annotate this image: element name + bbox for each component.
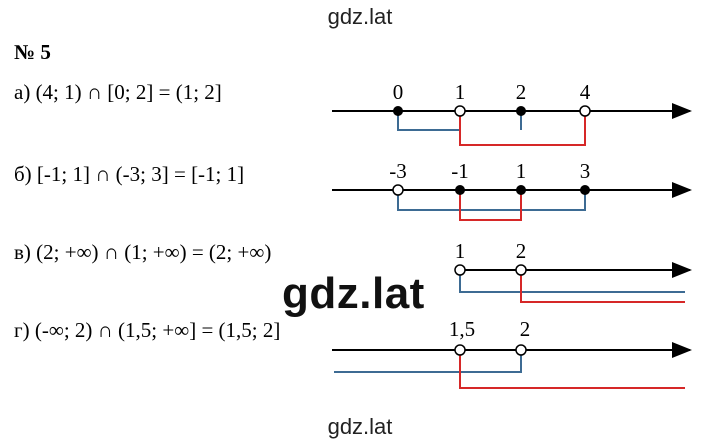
point-a-4 — [579, 105, 591, 117]
point-v-1 — [454, 264, 466, 276]
equation-b: б) [-1; 1] ∩ (-3; 3] = [-1; 1] — [14, 162, 245, 186]
point-b-3 — [580, 185, 590, 195]
tick-label: 2 — [516, 239, 527, 263]
tick-label: 2 — [520, 317, 531, 341]
tick-label: 3 — [580, 159, 591, 183]
point-b-minus3 — [392, 184, 404, 196]
watermark-center: gdz.lat — [278, 272, 429, 316]
tick-label: -3 — [389, 159, 407, 183]
blue-bracket-b — [397, 190, 586, 211]
blue-bracket-v — [459, 270, 685, 293]
red-bracket-g — [459, 350, 685, 389]
blue-bracket-a — [397, 111, 461, 131]
red-bracket-v — [520, 270, 685, 303]
tick-label: 1 — [455, 80, 466, 104]
number-line-a: 0 1 2 4 — [332, 80, 692, 146]
number-line-v: 1 2 — [454, 239, 692, 303]
red-bracket-a — [459, 111, 586, 146]
equation-a: а) (4; 1) ∩ [0; 2] = (1; 2] — [14, 80, 222, 104]
point-a-1 — [454, 105, 466, 117]
watermark-top: gdz.lat — [327, 4, 393, 29]
watermark-bottom: gdz.lat — [327, 414, 393, 439]
tick-label: 1,5 — [449, 317, 475, 341]
equation-g: г) (-∞; 2) ∩ (1,5; +∞] = (1,5; 2] — [14, 318, 281, 342]
red-bracket-b — [459, 190, 522, 221]
point-g-1-5 — [454, 344, 466, 356]
tick-label: 1 — [516, 159, 527, 183]
point-b-1 — [516, 185, 526, 195]
tick-label: 0 — [393, 80, 404, 104]
tick-label: -1 — [451, 159, 469, 183]
point-g-2 — [515, 344, 527, 356]
point-a-0 — [393, 106, 403, 116]
blue-bracket-g — [334, 350, 522, 373]
number-line-g: 1,5 2 — [332, 317, 692, 389]
point-b-minus1 — [455, 185, 465, 195]
tick-label: 2 — [516, 80, 527, 104]
tick-label: 1 — [455, 239, 466, 263]
number-line-b: -3 -1 1 3 — [332, 159, 692, 221]
point-v-2 — [515, 264, 527, 276]
problem-number: № 5 — [14, 40, 51, 64]
tick-label: 4 — [580, 80, 591, 104]
equation-v: в) (2; +∞) ∩ (1; +∞) = (2; +∞) — [14, 240, 272, 264]
point-a-2 — [516, 106, 526, 116]
